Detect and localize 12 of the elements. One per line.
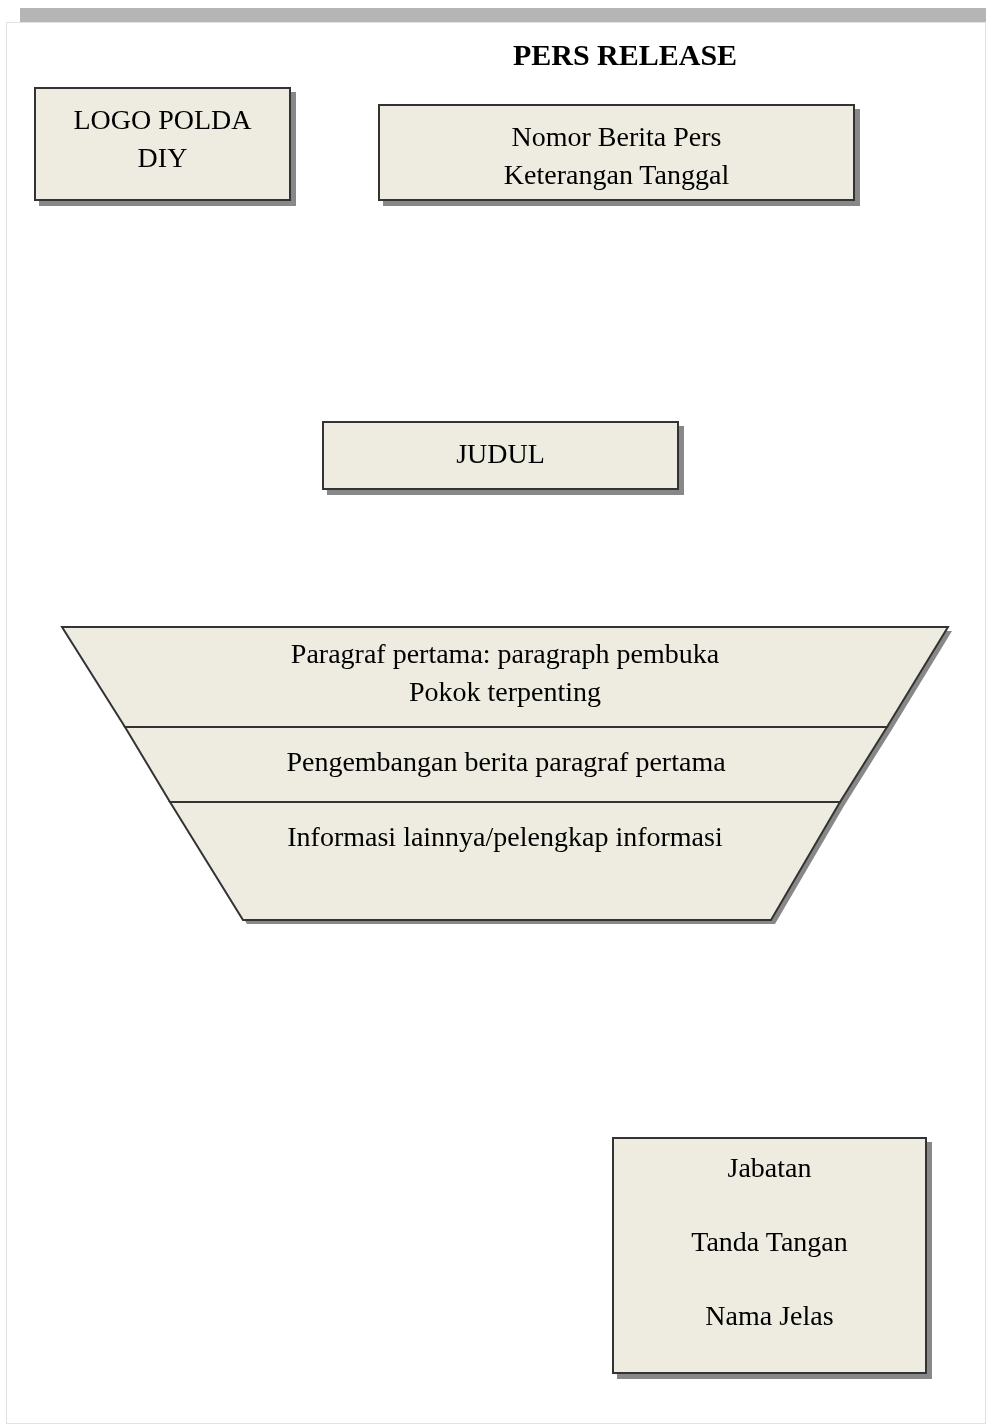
page-title: PERS RELEASE [511,38,739,72]
box-text: Paragraf pertama: paragraph pembuka [290,637,720,671]
box-text: LOGO POLDA DIY [72,103,253,175]
box-text: Pengembangan berita paragraf pertama [286,745,726,779]
box-text: Nama Jelas [705,1299,834,1333]
box-text: Keterangan Tanggal [503,158,730,192]
box-text: Tanda Tangan [691,1225,848,1259]
box-text: JUDUL [456,437,545,471]
box-text: Informasi lainnya/pelengkap informasi [287,820,723,854]
box-text: Nomor Berita Pers [511,120,722,154]
box-text: Jabatan [727,1151,812,1185]
box-text: Pokok terpenting [408,675,602,709]
